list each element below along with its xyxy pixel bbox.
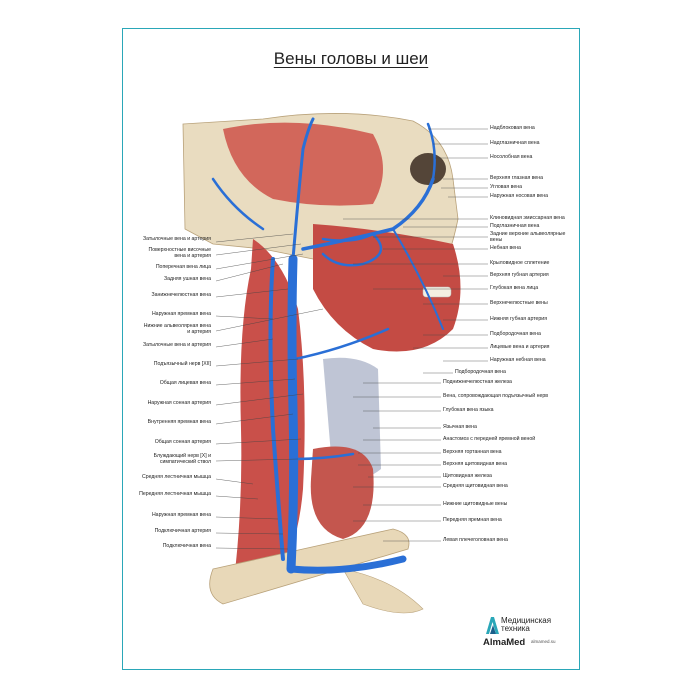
label-vagus-nerve: Блуждающий нерв [X] и симпатический ство… <box>153 453 211 465</box>
brand-site: almamed.su <box>531 639 556 644</box>
label-transverse-facial-vein: Поперечная вена лица <box>155 264 211 270</box>
label-anterior-jugular-vein: Передняя яремная вена <box>443 517 502 523</box>
label-lingual-vein: Язычная вена <box>443 424 477 430</box>
label-left-brachiocephalic-vein: Левая плечеголовная вена <box>443 537 508 543</box>
label-superior-labial-artery: Верхняя губная артерия <box>490 272 549 278</box>
label-inferior-labial-artery: Нижняя губная артерия <box>490 316 548 322</box>
label-superior-laryngeal-vein: Верхняя гортанная вена <box>443 449 502 455</box>
label-middle-thyroid-vein: Средняя щитовидная вена <box>443 483 508 489</box>
almamed-logo-icon <box>486 617 499 634</box>
label-facial-vein-artery: Лицевые вена и артерия <box>490 344 550 350</box>
brand-tagline: Медицинская техника <box>501 616 552 633</box>
label-infraorbital-vein: Подглазничная вена <box>490 223 540 229</box>
teeth <box>422 286 452 298</box>
label-maxillary-veins: Верхнечелюстные вены <box>490 300 548 306</box>
label-anterior-scalene: Передняя лестничная мышца <box>139 491 211 497</box>
label-inferior-alveolar: Нижние альвеолярная вена и артерия <box>143 323 211 335</box>
pterygoid-plexus <box>321 232 383 267</box>
label-vena-comitans-hypoglossal: Вена, сопровождающая подъязычный нерв <box>443 393 548 399</box>
occipital-vein <box>211 177 265 231</box>
label-posterior-superior-alveolar-veins: Задние верхние альвеолярные вены <box>490 231 566 243</box>
clavicle <box>209 528 410 605</box>
supraorbital-vein <box>426 122 436 181</box>
leader-lines-left <box>215 233 324 550</box>
jaw-muscles <box>313 224 461 352</box>
anatomy-illustration <box>182 113 488 614</box>
neck-muscles <box>233 239 305 589</box>
leader-lines-right <box>343 128 488 542</box>
label-common-facial-vein: Общая лицевая вена <box>159 380 211 386</box>
label-inferior-thyroid-veins: Нижние щитовидные вены <box>443 501 508 507</box>
label-hypoglossal-nerve: Подъязычный нерв [XII] <box>153 361 211 367</box>
label-occipital-vein-artery-2: Затылочные вена и артерия <box>142 342 211 348</box>
internal-jugular-vein <box>286 254 299 574</box>
label-submental-vein: Подбородочная вена <box>455 369 506 375</box>
label-supraorbital-vein: Надглазничная вена <box>490 140 540 146</box>
label-nasofrontal-vein: Носолобная вена <box>490 154 533 160</box>
lingual-vein <box>293 327 390 361</box>
label-palatine-vein: Небная вена <box>490 245 521 251</box>
temporal-vein <box>291 117 315 261</box>
thyroid-vein <box>293 452 355 461</box>
label-deep-lingual-vein: Глубокая вена языка <box>443 407 494 413</box>
label-common-carotid-artery: Общая сонная артерия <box>154 439 211 445</box>
label-external-carotid-artery: Наружная сонная артерия <box>147 400 211 406</box>
label-internal-jugular-vein: Внутренняя яремная вена <box>147 419 211 425</box>
thyroid <box>310 446 374 539</box>
label-superior-ophthalmic-vein: Верхняя глазная вена <box>490 175 544 181</box>
label-submandibular-gland: Поднижнечелюстная железа <box>443 379 512 385</box>
vein-network <box>211 117 444 574</box>
label-superior-thyroid-vein: Верхняя щитовидная вена <box>443 461 508 467</box>
poster-frame: Вены головы и шеи <box>122 28 580 670</box>
label-pterygoid-plexus: Крыловидное сплетение <box>490 260 550 266</box>
label-thyroid-gland: Щитовидная железа <box>443 473 492 479</box>
orbit <box>410 153 446 185</box>
label-deep-facial-vein: Глубокая вена лица <box>490 285 539 291</box>
label-external-jugular-vein-2: Наружная яремная вена <box>151 512 211 518</box>
page-title: Вены головы и шеи <box>273 49 429 68</box>
label-subclavian-artery: Подключичная артерия <box>154 528 211 534</box>
label-retromandibular-vein: Занижнечелюстная вена <box>151 292 211 298</box>
label-posterior-auricular-vein: Задняя ушная вена <box>163 276 211 282</box>
label-superficial-temporal: Поверхностные височные вена и артерия <box>148 247 211 259</box>
brand-logo: Медицинская техника AlmaMed almamed.su <box>483 615 575 655</box>
mental-vein <box>392 228 444 330</box>
label-angular-vein: Угловая вена <box>490 184 522 190</box>
label-anastomosis-anterior-jugular: Анастомоз с передней яремной веной <box>443 436 536 442</box>
brachiocephalic-vein <box>287 555 407 574</box>
external-jugular-vein <box>268 257 285 561</box>
brand-name: AlmaMed <box>483 637 526 648</box>
label-external-palatine-vein: Наружная небная вена <box>490 357 546 363</box>
label-middle-scalene: Средняя лестничная мышца <box>141 474 211 480</box>
label-sphenoidal-emissary-vein: Клиновидная эмиссарная вена <box>490 215 565 221</box>
label-subclavian-vein: Подключичная вена <box>162 543 211 549</box>
rib <box>342 568 424 614</box>
label-mental-vein: Подбородочная вена <box>490 331 541 337</box>
label-external-jugular-vein-1: Наружная яремная вена <box>151 311 211 317</box>
label-occipital-vein-artery: Затылочные вена и артерия <box>142 236 211 242</box>
label-external-nasal-vein: Наружная носовая вена <box>490 193 549 199</box>
label-supratrochlear-vein: Надблоковая вена <box>490 125 535 131</box>
